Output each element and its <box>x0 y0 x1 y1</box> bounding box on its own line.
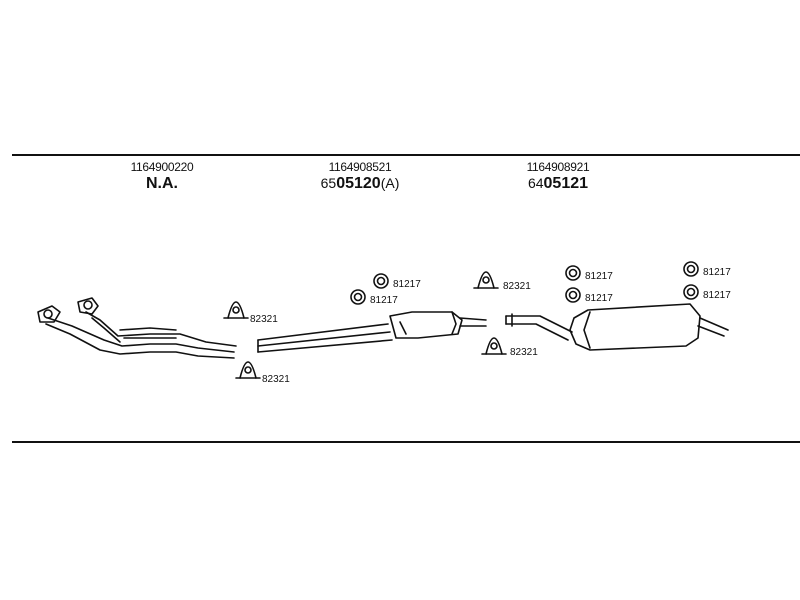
clamp-label: 82321 <box>510 347 538 358</box>
ring-label: 81217 <box>393 279 421 290</box>
ring-label: 81217 <box>585 293 613 304</box>
part-code: 6505120(A) <box>320 175 400 192</box>
clamp-label: 82321 <box>503 281 531 292</box>
rubber-ring-icon <box>565 265 581 281</box>
part-code: 6405121 <box>527 175 589 192</box>
rubber-ring-icon <box>350 289 366 305</box>
part-number: 1164908521 <box>328 160 392 174</box>
clamp-icon <box>473 271 499 289</box>
middle-silencer-drawing <box>257 311 487 353</box>
clamp-label: 82321 <box>262 374 290 385</box>
ring-label: 81217 <box>370 295 398 306</box>
clamp-icon <box>235 361 261 379</box>
rubber-ring-icon <box>683 261 699 277</box>
part-column-rear-silencer: 1164908921 6405121 <box>503 160 613 193</box>
part-column-middle-silencer: 1164908521 6505120(A) <box>305 160 415 193</box>
bottom-divider <box>12 441 800 443</box>
clamp-icon <box>481 337 507 355</box>
top-divider <box>12 154 800 156</box>
front-pipe-drawing <box>37 297 237 359</box>
part-number: 1164900220 <box>130 160 194 174</box>
ring-label: 81217 <box>703 267 731 278</box>
clamp-icon <box>223 301 249 319</box>
clamp-label: 82321 <box>250 314 278 325</box>
ring-label: 81217 <box>585 271 613 282</box>
rubber-ring-icon <box>373 273 389 289</box>
part-code: N.A. <box>146 175 178 192</box>
rubber-ring-icon <box>683 284 699 300</box>
part-column-front-pipe: 1164900220 N.A. <box>112 160 212 193</box>
ring-label: 81217 <box>703 290 731 301</box>
part-number: 1164908921 <box>526 160 590 174</box>
rear-silencer-drawing <box>505 303 729 351</box>
rubber-ring-icon <box>565 287 581 303</box>
